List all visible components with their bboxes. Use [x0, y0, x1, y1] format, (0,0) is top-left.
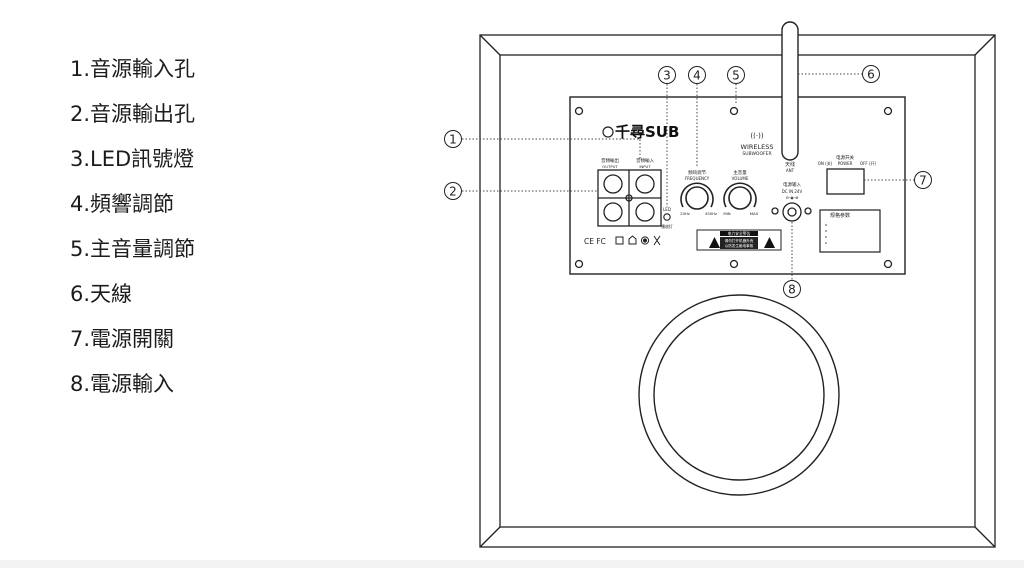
freq-sub: FREQUENCY: [685, 176, 710, 181]
wireless-icon: ((·)): [750, 132, 763, 140]
vol-max: MAX: [750, 211, 759, 216]
svg-text:1: 1: [449, 133, 457, 147]
cert-marks: CE FC: [584, 237, 606, 246]
warning-label: 电力安全警告 请勿打开机器外壳 以防发生触电事故: [696, 229, 782, 251]
dc-polarity-icon: ⊖-◉-⊕: [785, 195, 798, 200]
led-indicator: [663, 213, 671, 221]
vol-knob[interactable]: [728, 186, 752, 210]
antenna-sub: ANT: [786, 168, 795, 173]
callout-4: 4: [688, 66, 706, 84]
callout-7: 7: [914, 171, 932, 189]
power-off: OFF (开): [860, 161, 877, 166]
port-outer-ring: [638, 294, 840, 496]
input-label: 音頻輸入: [636, 157, 654, 164]
svg-text:8: 8: [788, 283, 796, 297]
vol-knob-arc: [723, 182, 757, 208]
port-inner-ring: [653, 309, 825, 481]
warning-left-icon: [709, 237, 720, 248]
freq-min: 20Hz: [680, 211, 690, 216]
legend-item-3: 3.LED訊號燈: [70, 147, 195, 171]
house-mark-icon: [628, 235, 637, 245]
antenna-label: 天线: [785, 161, 795, 168]
callout-8: 8: [783, 280, 801, 298]
speaker-port: [638, 294, 840, 496]
svg-text:2: 2: [449, 185, 457, 199]
callout-2: 2: [444, 182, 462, 200]
callout-5: 5: [727, 66, 745, 84]
legend-list: 1.音源輸入孔 2.音源輸出孔 3.LED訊號燈 4.頻響調節 5.主音量調節 …: [70, 58, 195, 418]
spec-label: 规格参数: [830, 212, 850, 219]
logo-icon: [602, 126, 614, 138]
freq-label: 频响调节: [688, 169, 706, 176]
power-on: ON (关): [818, 160, 833, 166]
freq-knob[interactable]: [685, 186, 709, 210]
antenna: 天线 ANT: [781, 21, 799, 173]
warning-title: 电力安全警告: [728, 231, 751, 236]
bottom-band: [0, 560, 1024, 568]
callout-3: 3: [658, 66, 676, 84]
led-sub: 播放灯: [661, 224, 673, 229]
warning-right-icon: [764, 237, 775, 248]
freq-max: 450Hz: [705, 211, 717, 216]
callout-6: 6: [862, 65, 880, 83]
freq-knob-arc: [680, 182, 714, 208]
svg-text:5: 5: [732, 69, 740, 83]
output-label: 音頻輸出: [601, 157, 619, 164]
svg-text:4: 4: [693, 69, 701, 83]
wireless-label: WIRELESS: [741, 143, 774, 151]
input-jack-r[interactable]: [635, 202, 655, 222]
svg-text:6: 6: [867, 68, 875, 82]
dc-label: 电源输入: [783, 181, 801, 188]
checkbox-mark-icon: [615, 236, 624, 245]
cabinet-inner: [499, 54, 976, 528]
audio-jack-block: [597, 169, 662, 227]
legend-item-7: 7.電源開關: [70, 327, 175, 351]
brand-label: 千尋SUB: [615, 123, 679, 141]
ring-mark-icon: [640, 236, 650, 245]
power-sub: POWER: [838, 161, 853, 166]
svg-text:3: 3: [663, 69, 671, 83]
vol-label: 主音量: [733, 169, 747, 176]
warning-line1: 请勿打开机器外壳: [725, 238, 754, 243]
callout-1: 1: [444, 130, 462, 148]
power-label: 电源开关: [836, 154, 854, 161]
legend-item-4: 4.頻響調節: [70, 192, 175, 216]
spec-box: [819, 209, 881, 253]
input-jack-l[interactable]: [635, 174, 655, 194]
input-sub: INPUT: [639, 164, 651, 169]
cabinet-outer: [479, 34, 996, 548]
legend-item-1: 1.音源輸入孔: [70, 57, 196, 81]
bin-mark-icon: [653, 235, 661, 246]
output-jack-l[interactable]: [603, 174, 623, 194]
cabinet: [479, 34, 996, 548]
svg-text:7: 7: [919, 174, 927, 188]
output-jack-r[interactable]: [603, 202, 623, 222]
leader-lines: [462, 73, 914, 280]
cert-icons: [615, 235, 661, 246]
callouts: 1 2 3 4 5 6 7 8: [444, 65, 932, 298]
vol-min: MIN: [723, 211, 730, 216]
warning-line2: 以防发生触电事故: [725, 243, 754, 248]
vol-sub: VOLUME: [732, 176, 749, 181]
power-switch[interactable]: [826, 168, 865, 195]
legend-item-5: 5.主音量調節: [70, 237, 196, 261]
legend-item-2: 2.音源輸出孔: [70, 102, 196, 126]
dc-sub: DC IN 24V: [782, 189, 803, 194]
control-panel: 天线 ANT 千尋SUB ((·)) WIRELESS SUBWOOFER 音頻…: [569, 21, 906, 275]
wireless-sub: SUBWOOFER: [742, 151, 771, 157]
legend-item-6: 6.天線: [70, 282, 133, 306]
dc-jack[interactable]: [782, 202, 802, 222]
led-label: LED: [663, 207, 671, 212]
legend-item-8: 8.電源輸入: [70, 372, 175, 396]
spec-dots: [825, 224, 827, 244]
output-sub: OUTPUT: [602, 164, 618, 169]
